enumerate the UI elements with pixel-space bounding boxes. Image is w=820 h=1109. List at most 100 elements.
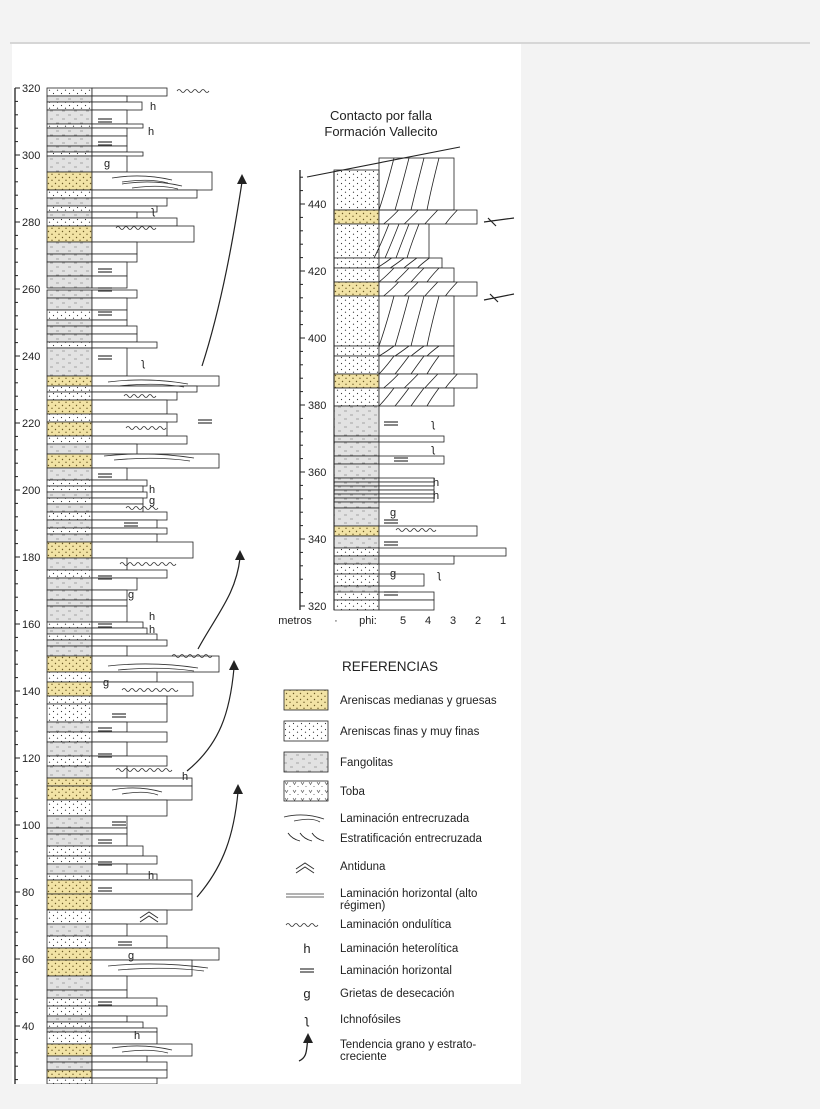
heterolithic-mark: h — [433, 490, 439, 502]
cross-lamination — [121, 1049, 169, 1054]
bed-lithology — [46, 777, 93, 787]
bed-lithology — [46, 833, 93, 847]
bed-grain-size — [91, 205, 158, 213]
bed-lithology — [46, 989, 93, 999]
bed-grain-size — [378, 489, 435, 495]
legend-item: Tendencia grano y estrato-creciente — [298, 1033, 476, 1063]
legend-label-line2: creciente — [340, 1051, 387, 1063]
left-tick-label: 280 — [22, 217, 40, 229]
bed-grain-size — [91, 855, 158, 865]
bed-lithology — [46, 123, 93, 129]
legend-label: Tendencia grano y estrato- — [340, 1039, 476, 1051]
legend-label: Laminación horizontal (alto — [340, 888, 477, 900]
crossbed-foreset — [378, 355, 395, 375]
ripple-lamination — [395, 528, 437, 532]
bed-grain-size — [91, 589, 128, 601]
ripple-lamination — [125, 426, 167, 430]
bed-lithology — [46, 627, 93, 635]
bed-lithology — [46, 217, 93, 227]
phi-label: phi: — [359, 615, 377, 627]
cross-lamination — [121, 181, 183, 187]
legend-label-line2: régimen) — [340, 900, 386, 912]
bed-grain-size — [91, 527, 168, 535]
bed-lithology — [46, 1005, 93, 1017]
cross-lamination — [103, 453, 195, 459]
phi-value: 4 — [425, 615, 431, 627]
bed-lithology — [333, 355, 380, 375]
bed-lithology — [46, 695, 93, 705]
bed-lithology — [46, 621, 93, 629]
bed-grain-size — [378, 435, 445, 443]
right-tick-label: 400 — [308, 333, 326, 345]
bed-grain-size — [91, 413, 178, 423]
crossbed-foreset — [426, 157, 440, 211]
cross-lamination — [113, 457, 191, 462]
legend-label: Laminación entrecruzada — [340, 813, 470, 825]
desiccation-mark: g — [103, 677, 109, 689]
bed-lithology — [46, 399, 93, 415]
bed-grain-size — [378, 223, 430, 259]
desiccation-mark: g — [149, 495, 155, 507]
desiccation-mark: g — [128, 589, 134, 601]
bed-lithology — [46, 703, 93, 723]
bed-grain-size — [378, 481, 435, 487]
antidune-symbol — [295, 862, 315, 874]
bed-lithology — [46, 731, 93, 743]
crossbed-foreset — [378, 157, 395, 211]
bed-lithology — [46, 577, 93, 591]
bed-lithology — [46, 347, 93, 377]
bed-lithology — [46, 799, 93, 817]
legend-icon-arrow — [298, 1033, 313, 1062]
bed-grain-size — [378, 295, 455, 347]
bed-lithology — [46, 485, 93, 493]
right-title-line2: Formación Vallecito — [324, 124, 437, 139]
left-axis-ticks: 3203002802602402202001801601401201008060… — [15, 83, 40, 1081]
right-tick-label: 360 — [308, 467, 326, 479]
left-beds — [46, 87, 220, 1084]
bed-lithology — [333, 501, 380, 509]
bed-grain-size — [91, 645, 128, 657]
references-legend: REFERENCIAS Areniscas medianas y gruesas… — [283, 659, 497, 1063]
ripple-lamination — [171, 654, 213, 658]
bed-lithology — [46, 655, 93, 673]
bed-lithology — [46, 1031, 93, 1045]
bed-lithology — [333, 405, 380, 437]
bed-grain-size — [91, 325, 138, 335]
bed-grain-size — [91, 777, 193, 787]
ichnofossil-mark: ʅ — [431, 418, 436, 430]
bed-lithology — [46, 879, 93, 895]
bed-lithology — [46, 569, 93, 579]
left-tick-label: 260 — [22, 284, 40, 296]
bed-grain-size — [91, 1055, 148, 1063]
bed-grain-size — [91, 1077, 158, 1084]
bed-lithology — [333, 525, 380, 537]
heterolithic-mark: h — [148, 126, 154, 138]
right-beds — [333, 169, 507, 611]
bed-grain-size — [378, 555, 455, 565]
bed-lithology — [333, 441, 380, 457]
bed-lithology — [333, 463, 380, 479]
bed-lithology — [46, 241, 93, 255]
crossbed-foreset — [383, 373, 399, 389]
bed-lithology — [333, 481, 380, 487]
bed-lithology — [46, 135, 93, 147]
left-stratigraphic-column: 3203002802602402202001801601401201008060… — [14, 83, 247, 1084]
bed-lithology — [333, 493, 380, 499]
bed-lithology — [46, 171, 93, 191]
fine-sandstone-swatch — [283, 720, 329, 742]
heterolithic-mark: h — [433, 477, 439, 489]
bed-grain-size — [91, 319, 128, 327]
crossbed-foreset — [403, 209, 419, 225]
legend-label: Laminación horizontal — [340, 965, 452, 977]
left-tick-label: 80 — [22, 887, 34, 899]
right-tick-label: 440 — [308, 199, 326, 211]
legend-icon-letter: h — [303, 941, 310, 956]
legend-icon-cross-lamination — [283, 814, 325, 823]
legend-label: Grietas de desecación — [340, 988, 454, 1000]
crossbed-foreset — [378, 267, 395, 283]
bed-grain-size — [91, 435, 188, 445]
